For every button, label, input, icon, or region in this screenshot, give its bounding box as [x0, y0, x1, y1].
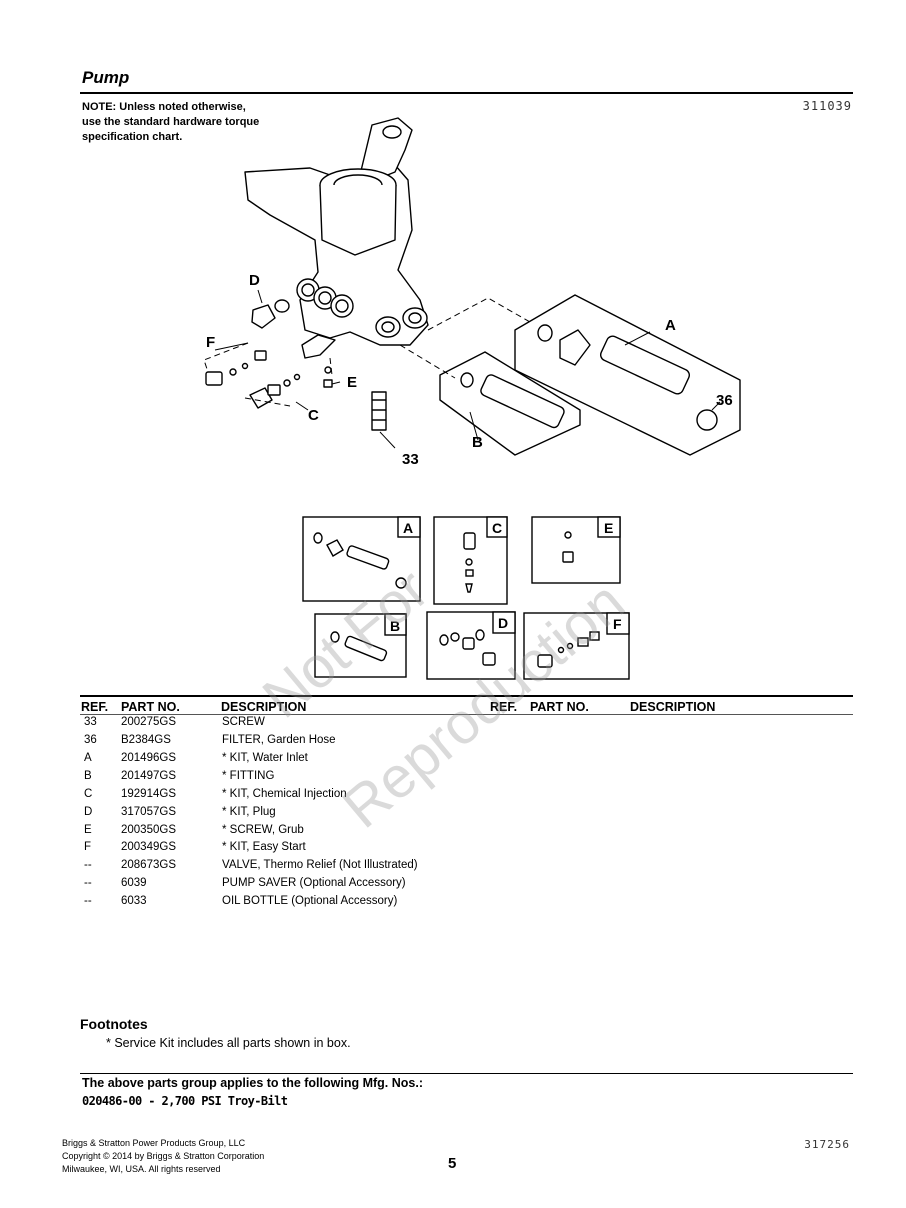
footer-line: Copyright © 2014 by Briggs & Stratton Co…: [62, 1151, 265, 1161]
footer-line: Briggs & Stratton Power Products Group, …: [62, 1138, 246, 1148]
kit-label-f: F: [613, 616, 622, 632]
callout-d: D: [249, 272, 260, 289]
kit-label-a: A: [403, 520, 413, 536]
footnotes-title: Footnotes: [80, 1016, 148, 1032]
kit-label-c: C: [492, 520, 502, 536]
callout-33: 33: [402, 451, 419, 468]
kit-label-d: D: [498, 615, 508, 631]
header-ref: REF.: [81, 700, 109, 714]
callout-a: A: [665, 317, 676, 334]
table-header-rule: [80, 714, 853, 715]
torque-note: NOTE: Unless noted otherwise, use the st…: [82, 100, 302, 145]
header-part-no-2: PART NO.: [530, 700, 589, 714]
callout-c: C: [308, 407, 319, 424]
mfg-number: 020486-00 - 2,700 PSI Troy-Bilt: [82, 1094, 288, 1108]
mfg-rule: [80, 1073, 853, 1074]
note-line: use the standard hardware torque: [82, 116, 260, 128]
page-number: 5: [448, 1155, 457, 1172]
mfg-title: The above parts group applies to the fol…: [82, 1076, 423, 1090]
callout-f: F: [206, 334, 215, 351]
callout-36: 36: [716, 392, 733, 409]
header-ref-2: REF.: [490, 700, 518, 714]
kit-label-e: E: [604, 520, 613, 536]
table-top-rule: [80, 695, 853, 697]
diagram-number: 311039: [802, 99, 852, 113]
kit-label-b: B: [390, 618, 400, 634]
screw-33: [371, 391, 387, 431]
copyright-footer: Briggs & Stratton Power Products Group, …: [62, 1137, 264, 1176]
footer-code: 317256: [804, 1138, 850, 1151]
callout-b: B: [472, 434, 483, 451]
note-line: specification chart.: [82, 131, 183, 143]
header-part-no: PART NO.: [121, 700, 180, 714]
callout-e: E: [347, 374, 357, 391]
section-title: Pump: [82, 68, 130, 87]
plug-d: [251, 304, 276, 329]
footer-line: Milwaukee, WI, USA. All rights reserved: [62, 1164, 221, 1174]
footnote-text: * Service Kit includes all parts shown i…: [106, 1036, 351, 1050]
header-description-2: DESCRIPTION: [630, 700, 716, 714]
pump-exploded-diagram: D F C E A B 36 33: [203, 117, 741, 680]
note-line: NOTE: Unless noted otherwise,: [82, 101, 246, 113]
title-rule: [80, 92, 853, 94]
header-description: DESCRIPTION: [221, 700, 307, 714]
